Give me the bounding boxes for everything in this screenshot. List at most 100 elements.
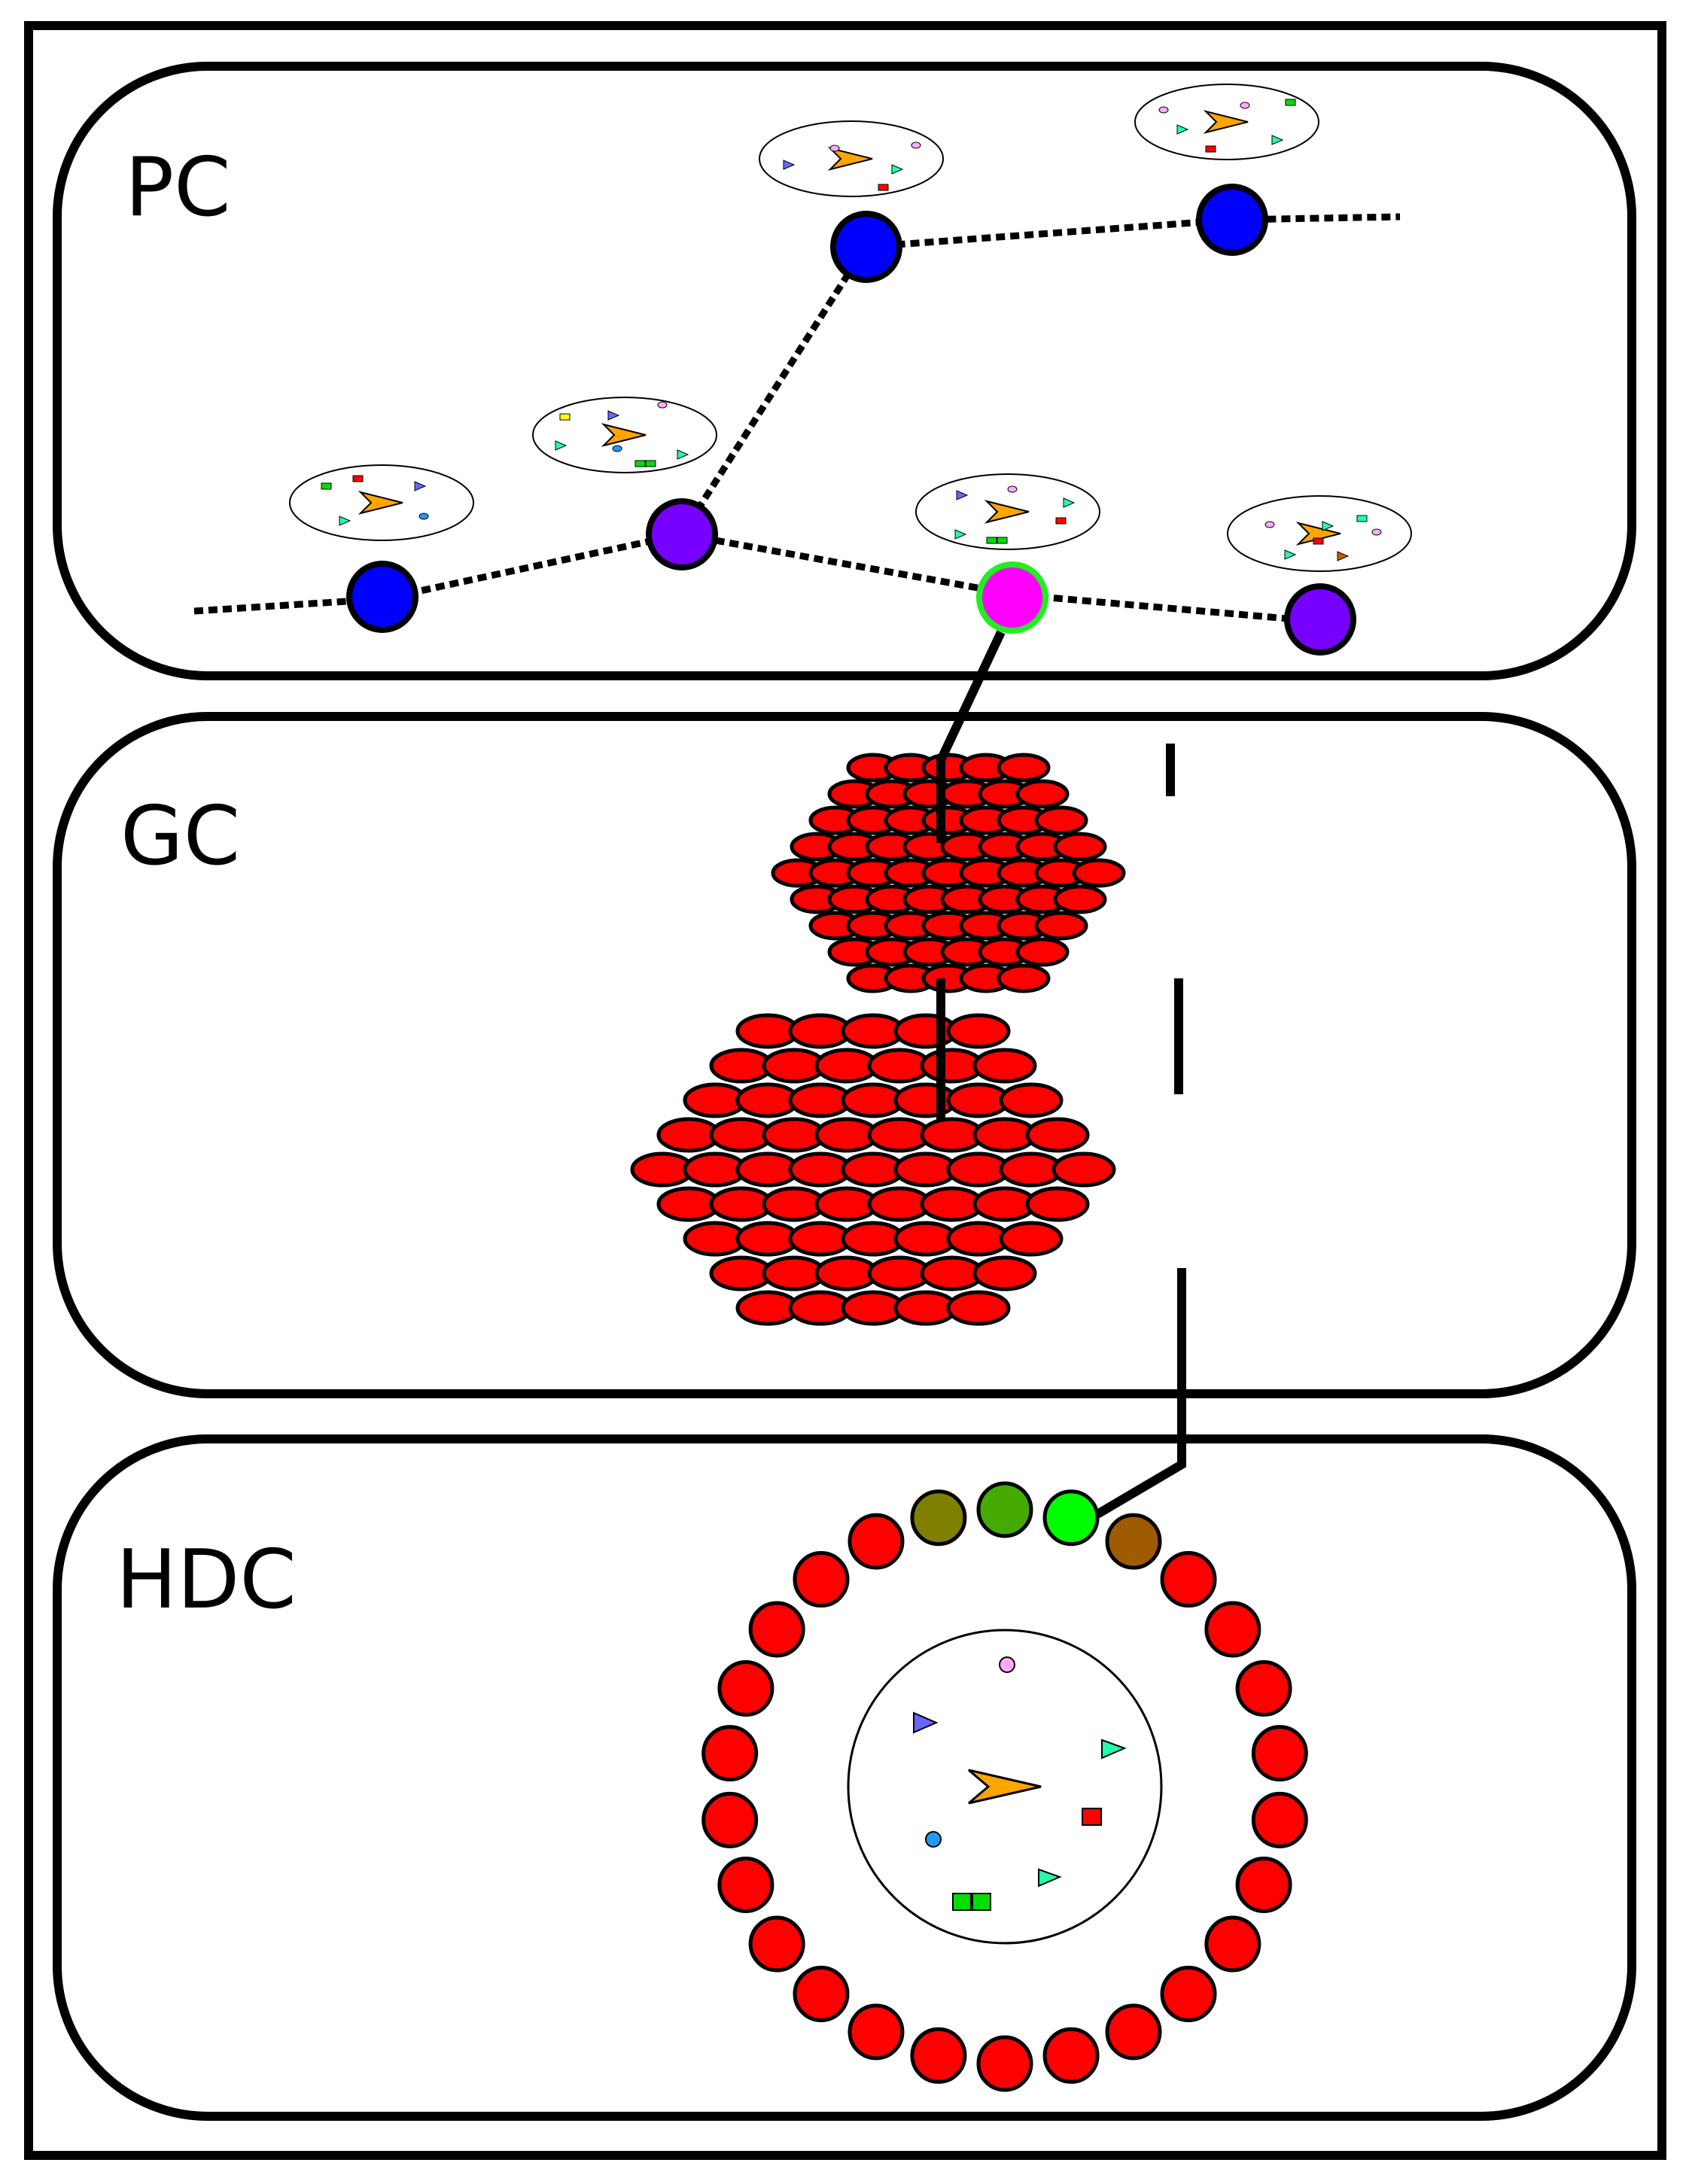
head-direction-cell — [717, 1856, 774, 1913]
circle-marker-icon — [1007, 485, 1018, 493]
triangle-marker-icon — [1176, 124, 1189, 135]
pc-view-snapshot — [915, 473, 1100, 550]
square-marker-icon — [1313, 537, 1324, 545]
grid-cell — [1015, 779, 1070, 809]
grid-cell — [1025, 1186, 1090, 1222]
head-direction-cell — [793, 1551, 850, 1608]
triangle-marker-icon — [956, 490, 969, 500]
head-direction-cell — [717, 1660, 774, 1717]
triangle-marker-icon — [1284, 549, 1297, 560]
square-marker-icon — [986, 537, 997, 544]
head-direction-cell-active — [1042, 1489, 1100, 1547]
triangle-marker-icon — [607, 410, 620, 421]
head-direction-cell — [1105, 1513, 1162, 1570]
head-direction-cell — [1105, 2003, 1162, 2061]
arrowhead-icon — [1295, 522, 1341, 546]
triangle-marker-icon — [414, 481, 427, 491]
triangle-marker-icon — [1337, 551, 1350, 561]
grid-cell — [999, 1082, 1064, 1118]
grid-cell — [1015, 937, 1070, 967]
circle-marker-icon — [999, 1656, 1015, 1673]
arrowhead-icon — [1203, 110, 1249, 134]
triangle-marker-icon — [1101, 1738, 1127, 1760]
head-direction-cell — [1235, 1660, 1292, 1717]
triangle-marker-icon — [891, 164, 904, 175]
circle-marker-icon — [1371, 528, 1382, 536]
place-cell-node — [1196, 184, 1268, 256]
place-cell-node — [976, 561, 1048, 634]
grid-cell — [997, 753, 1051, 783]
connection-line — [1094, 1268, 1186, 1519]
head-direction-cell — [1160, 1965, 1217, 2022]
arrowhead-icon — [968, 1769, 1042, 1805]
grid-cell — [1034, 805, 1088, 835]
head-direction-cell — [701, 1791, 759, 1848]
grid-cell — [999, 1221, 1064, 1257]
connection-line — [936, 630, 1006, 843]
triangle-marker-icon — [339, 516, 351, 526]
connection-lines — [936, 630, 1186, 1519]
grid-cell — [972, 1255, 1037, 1291]
grid-cell — [1053, 884, 1107, 914]
square-marker-icon — [878, 184, 889, 191]
grid-cell — [1053, 832, 1107, 862]
head-direction-cell — [976, 2035, 1033, 2092]
place-cell-node — [646, 498, 718, 570]
grid-cell — [972, 1048, 1037, 1084]
place-cell-node — [1284, 583, 1356, 656]
grid-cell — [946, 1013, 1011, 1049]
circle-marker-icon — [925, 1831, 942, 1848]
square-marker-icon — [1205, 145, 1216, 153]
grid-cell — [1034, 911, 1088, 941]
triangle-marker-icon — [954, 529, 967, 540]
triangle-marker-icon — [677, 449, 689, 460]
triangle-marker-icon — [555, 440, 568, 451]
gc-label: GC — [120, 789, 240, 884]
head-direction-cell — [910, 1489, 967, 1547]
pc-trajectory-line — [679, 213, 1401, 537]
pc-view-snapshot — [759, 120, 944, 197]
square-marker-icon — [972, 1893, 991, 1911]
gc-module-small — [771, 753, 1126, 993]
pc-view-snapshot — [532, 397, 717, 473]
square-marker-icon — [997, 537, 1008, 544]
head-direction-cell — [976, 1481, 1033, 1538]
place-cell-node — [830, 211, 902, 283]
arrowhead-icon — [984, 500, 1030, 524]
head-direction-cell — [1251, 1725, 1308, 1782]
circle-marker-icon — [1264, 521, 1275, 528]
circle-marker-icon — [1240, 102, 1250, 109]
pc-view-snapshot — [1227, 495, 1412, 572]
head-direction-cell — [848, 1513, 905, 1570]
square-marker-icon — [321, 482, 332, 490]
head-direction-cell — [1160, 1551, 1217, 1608]
square-marker-icon — [634, 460, 646, 467]
square-marker-icon — [1082, 1808, 1102, 1826]
square-marker-icon — [952, 1893, 972, 1911]
head-direction-cell — [1251, 1791, 1308, 1848]
head-direction-cell — [1042, 2027, 1100, 2084]
circle-marker-icon — [1158, 106, 1169, 114]
square-marker-icon — [1356, 515, 1368, 522]
pc-label: PC — [125, 141, 231, 235]
head-direction-cell — [1235, 1856, 1292, 1913]
grid-cell — [1072, 858, 1126, 888]
grid-cell — [997, 963, 1051, 993]
head-direction-cell — [1204, 1601, 1261, 1658]
arrowhead-icon — [827, 147, 873, 171]
pc-trajectory — [193, 84, 1412, 656]
hdc-label: HDC — [116, 1533, 297, 1627]
circle-marker-icon — [829, 144, 840, 152]
square-marker-icon — [559, 413, 571, 421]
circle-marker-icon — [612, 445, 622, 452]
triangle-marker-icon — [1322, 521, 1334, 531]
head-direction-cell — [910, 2027, 967, 2084]
head-direction-cell — [848, 2003, 905, 2061]
pc-view-snapshot — [1134, 84, 1319, 160]
grid-cell — [946, 1290, 1011, 1326]
head-direction-cell — [701, 1725, 759, 1782]
square-marker-icon — [352, 475, 364, 482]
pc-view-snapshot — [289, 464, 474, 541]
triangle-marker-icon — [1038, 1868, 1062, 1887]
